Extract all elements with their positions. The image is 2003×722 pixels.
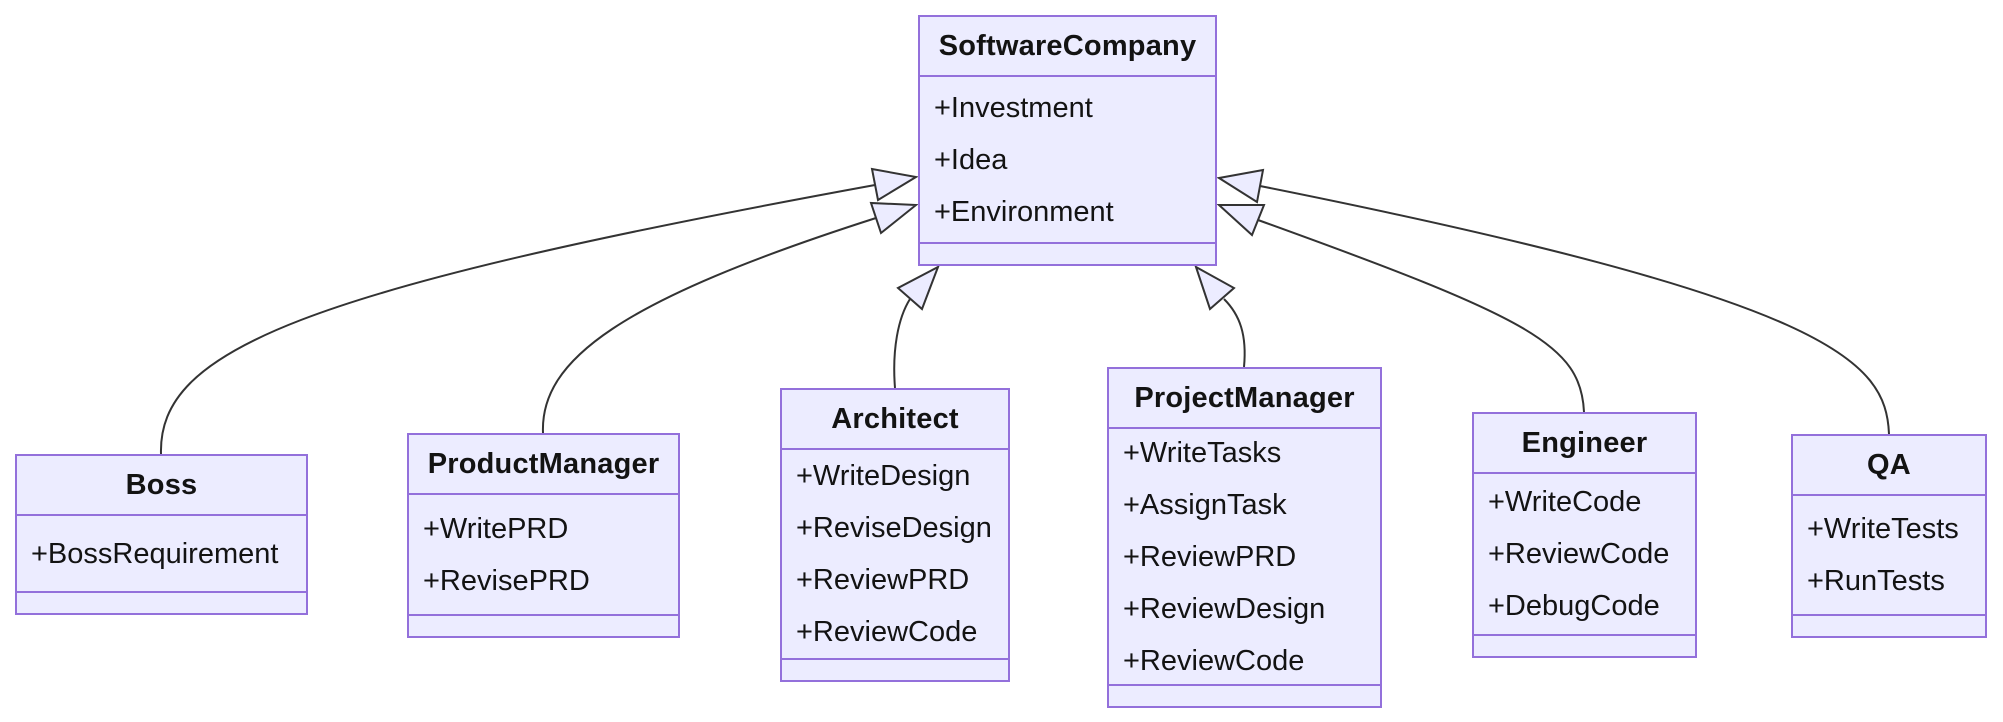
class-methods-empty [1474, 634, 1695, 656]
edge-architect-inheritance [893, 298, 911, 389]
class-attribute: +WriteTests [1807, 513, 1959, 545]
class-title-projectmanager: ProjectManager [1109, 369, 1380, 429]
class-attribute: +RevisePRD [423, 564, 590, 597]
class-attribute: +ReviewCode [1123, 644, 1305, 677]
edge-engineer-inheritance [1257, 219, 1585, 413]
class-attribute: +WriteDesign [796, 460, 971, 492]
class-attribute: +WritePRD [423, 512, 569, 545]
class-methods-empty [17, 591, 306, 613]
class-attribute: +RunTests [1807, 565, 1945, 597]
class-attribute: +ReviewPRD [796, 564, 970, 596]
inheritance-arrowhead-architect [896, 264, 940, 311]
class-attribute: +Environment [934, 195, 1114, 228]
class-attribute: +ReviseDesign [796, 512, 992, 544]
class-attributes-architect: +WriteDesign +ReviseDesign +ReviewPRD +R… [782, 450, 1008, 658]
class-title-softwarecompany: SoftwareCompany [920, 17, 1215, 77]
inheritance-arrowhead-boss [870, 167, 919, 202]
class-title-engineer: Engineer [1474, 414, 1695, 474]
class-attribute: +Idea [934, 143, 1008, 176]
class-node-qa: QA +WriteTests +RunTests [1791, 434, 1987, 638]
class-title-boss: Boss [17, 456, 306, 516]
class-attributes-softwarecompany: +Investment +Idea +Environment [920, 77, 1215, 242]
inheritance-arrowhead-qa [1216, 168, 1265, 204]
class-attribute: +ReviewCode [796, 616, 978, 648]
edge-projectmanager-inheritance [1223, 298, 1246, 368]
class-attributes-boss: +BossRequirement [17, 516, 306, 591]
class-node-engineer: Engineer +WriteCode +ReviewCode +DebugCo… [1472, 412, 1697, 658]
class-attributes-productmanager: +WritePRD +RevisePRD [409, 495, 678, 614]
edge-qa-inheritance [1259, 185, 1890, 435]
class-title-qa: QA [1793, 436, 1985, 496]
class-attribute: +ReviewPRD [1123, 540, 1297, 573]
class-attributes-qa: +WriteTests +RunTests [1793, 496, 1985, 614]
class-methods-empty [409, 614, 678, 636]
class-title-architect: Architect [782, 390, 1008, 450]
class-attributes-engineer: +WriteCode +ReviewCode +DebugCode [1474, 474, 1695, 634]
class-attribute: +DebugCode [1488, 590, 1660, 622]
class-title-productmanager: ProductManager [409, 435, 678, 495]
class-attribute: +AssignTask [1123, 488, 1287, 521]
inheritance-arrowhead-projectmanager [1194, 264, 1236, 311]
class-node-productmanager: ProductManager +WritePRD +RevisePRD [407, 433, 680, 638]
inheritance-arrowhead-productmanager [869, 201, 919, 235]
edge-productmanager-inheritance [541, 217, 877, 434]
class-methods-empty [1793, 614, 1985, 636]
class-attribute: +WriteCode [1488, 486, 1642, 518]
class-node-softwarecompany: SoftwareCompany +Investment +Idea +Envir… [918, 15, 1217, 266]
edge-boss-inheritance [159, 184, 876, 455]
class-attribute: +WriteTasks [1123, 436, 1282, 469]
class-methods-empty [782, 658, 1008, 680]
class-node-projectmanager: ProjectManager +WriteTasks +AssignTask +… [1107, 367, 1382, 708]
class-attributes-projectmanager: +WriteTasks +AssignTask +ReviewPRD +Revi… [1109, 429, 1380, 684]
class-attribute: +Investment [934, 91, 1093, 124]
class-node-boss: Boss +BossRequirement [15, 454, 308, 615]
class-methods-empty [1109, 684, 1380, 706]
class-attribute: +ReviewDesign [1123, 592, 1326, 625]
class-attribute: +ReviewCode [1488, 538, 1670, 570]
class-attribute: +BossRequirement [31, 537, 279, 570]
class-node-architect: Architect +WriteDesign +ReviseDesign +Re… [780, 388, 1010, 682]
class-methods-empty [920, 242, 1215, 264]
inheritance-arrowhead-engineer [1216, 204, 1266, 237]
